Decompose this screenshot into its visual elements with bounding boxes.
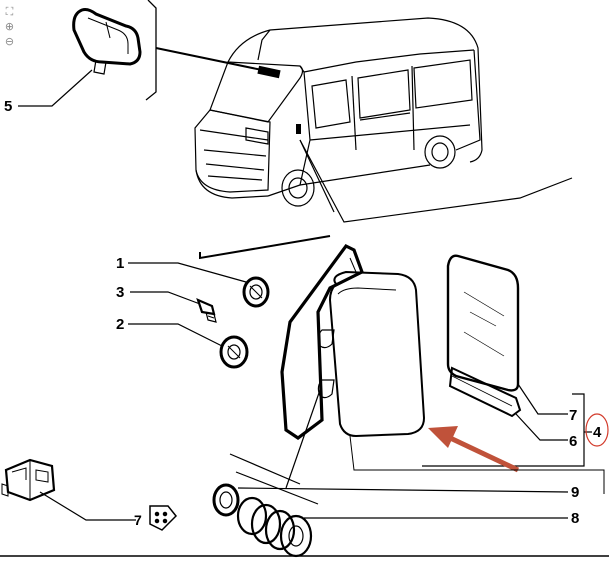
fit-icon[interactable]: ⛶: [5, 5, 14, 18]
leader-5: [18, 69, 93, 107]
interior-mirror-marker: [257, 65, 281, 79]
leader-lower-a: [285, 389, 321, 489]
part-5-interior-mirror: [72, 8, 142, 75]
leader-6: [515, 413, 568, 441]
callout-5: 5: [4, 98, 12, 115]
leader-van-mirror-b: [299, 139, 573, 223]
leader-interior-mirror: [155, 47, 263, 71]
part-7-mirror-glass: [446, 254, 520, 392]
part-2-grommet: [219, 335, 249, 369]
part-8-rubber-boot: [236, 496, 313, 558]
detail-bracket: [145, 0, 157, 101]
part-4-mirror-assembly: [280, 243, 426, 440]
callout-3: 3: [116, 284, 124, 301]
part-7-switch: [1, 458, 56, 502]
zoom-toolbar: ⛶ ⊕ ⊖: [3, 5, 17, 48]
highlight-circle: [585, 413, 609, 447]
leader-lower-b: [229, 453, 301, 485]
part-9-bushing: [212, 483, 240, 517]
leader-2: [128, 323, 223, 347]
leader-1: [128, 262, 247, 283]
leader-7-switch: [39, 491, 136, 521]
leader-7-glass: [517, 383, 568, 415]
callout-7-switch: 7: [134, 512, 142, 528]
callout-1: 1: [116, 255, 124, 272]
leader-van-mirror-a: [299, 139, 335, 213]
leader-3: [130, 291, 201, 305]
callout-7-glass: 7: [569, 407, 577, 424]
part-6-lower-glass: [448, 366, 522, 418]
leader-lower-d: [349, 435, 605, 494]
callout-4: 4: [593, 424, 602, 441]
zoom-in-icon[interactable]: ⊕: [4, 20, 15, 33]
callout-9: 9: [571, 484, 579, 501]
leader-9: [237, 487, 569, 493]
red-arrow: [428, 426, 520, 473]
side-mirror-marker: [296, 124, 301, 134]
connector-pin-icon: [149, 505, 178, 531]
van-illustration: [194, 17, 483, 207]
callout-8: 8: [571, 510, 579, 527]
leader-group-line: [199, 235, 331, 260]
bracket-4: [422, 393, 585, 467]
part-1-grommet: [242, 276, 270, 308]
callout-2: 2: [116, 316, 124, 333]
callout-6: 6: [569, 433, 577, 450]
part-3-screw: [196, 298, 217, 323]
zoom-out-icon[interactable]: ⊖: [4, 35, 15, 48]
